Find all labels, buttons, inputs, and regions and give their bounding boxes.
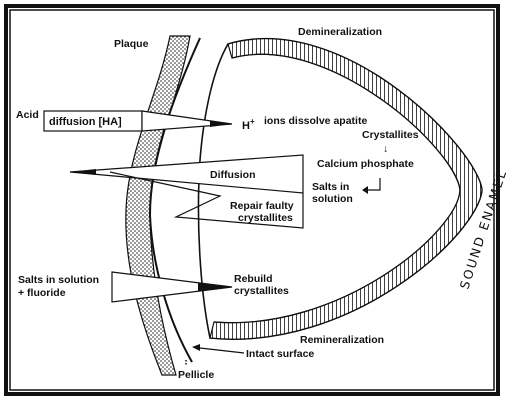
outer-border: [4, 4, 500, 396]
label-plaque: Plaque: [114, 38, 149, 50]
salts-arrow: [368, 178, 381, 191]
label-diffusion-ha: diffusion [HA]: [49, 116, 122, 128]
label-calcium-phosphate: Calcium phosphate: [317, 158, 414, 170]
lesion-inner-boundary: [213, 53, 461, 324]
salts-fluoride-wedge: [111, 271, 233, 303]
diffusion-wedge-tip: [70, 169, 96, 175]
label-crystallites-top: Crystallites: [362, 129, 419, 141]
label-salts-in-solution: Salts in solution: [18, 274, 99, 286]
label-rebuild-crystallites: crystallites: [234, 285, 289, 297]
salts-wedge-tip: [198, 283, 232, 291]
inner-border: [9, 9, 495, 391]
acid-wedge: [141, 110, 233, 132]
label-acid: Acid: [16, 109, 39, 121]
label-diffusion: Diffusion: [210, 169, 256, 181]
label-demineralization: Demineralization: [298, 26, 382, 38]
salts-arrow-head: [362, 186, 368, 194]
label-rebuild: Rebuild: [234, 273, 273, 285]
label-repair-faulty: Repair faulty: [230, 200, 294, 212]
tooth-surface-line: [148, 37, 201, 363]
label-solution: solution: [312, 193, 353, 205]
repair-zigzag: [109, 171, 304, 229]
diffusion-wedge: [69, 154, 304, 194]
label-intact-surface: Intact surface: [246, 348, 314, 360]
label-salts-in: Salts in: [312, 181, 349, 193]
label-arrow-down: ↓: [383, 143, 388, 155]
label-h-ion: H+: [242, 117, 255, 132]
intact-surface-arrow-head: [192, 344, 200, 351]
label-pellicle: Pellicle: [178, 369, 214, 381]
intact-surface-arrow: [199, 347, 245, 354]
acid-wedge-tip: [210, 121, 232, 127]
label-remineralization: Remineralization: [300, 334, 384, 346]
label-fluoride: + fluoride: [18, 287, 66, 299]
label-dissolve-apatite: ions dissolve apatite: [264, 115, 367, 127]
label-repair-crystallites: crystallites: [238, 212, 293, 224]
